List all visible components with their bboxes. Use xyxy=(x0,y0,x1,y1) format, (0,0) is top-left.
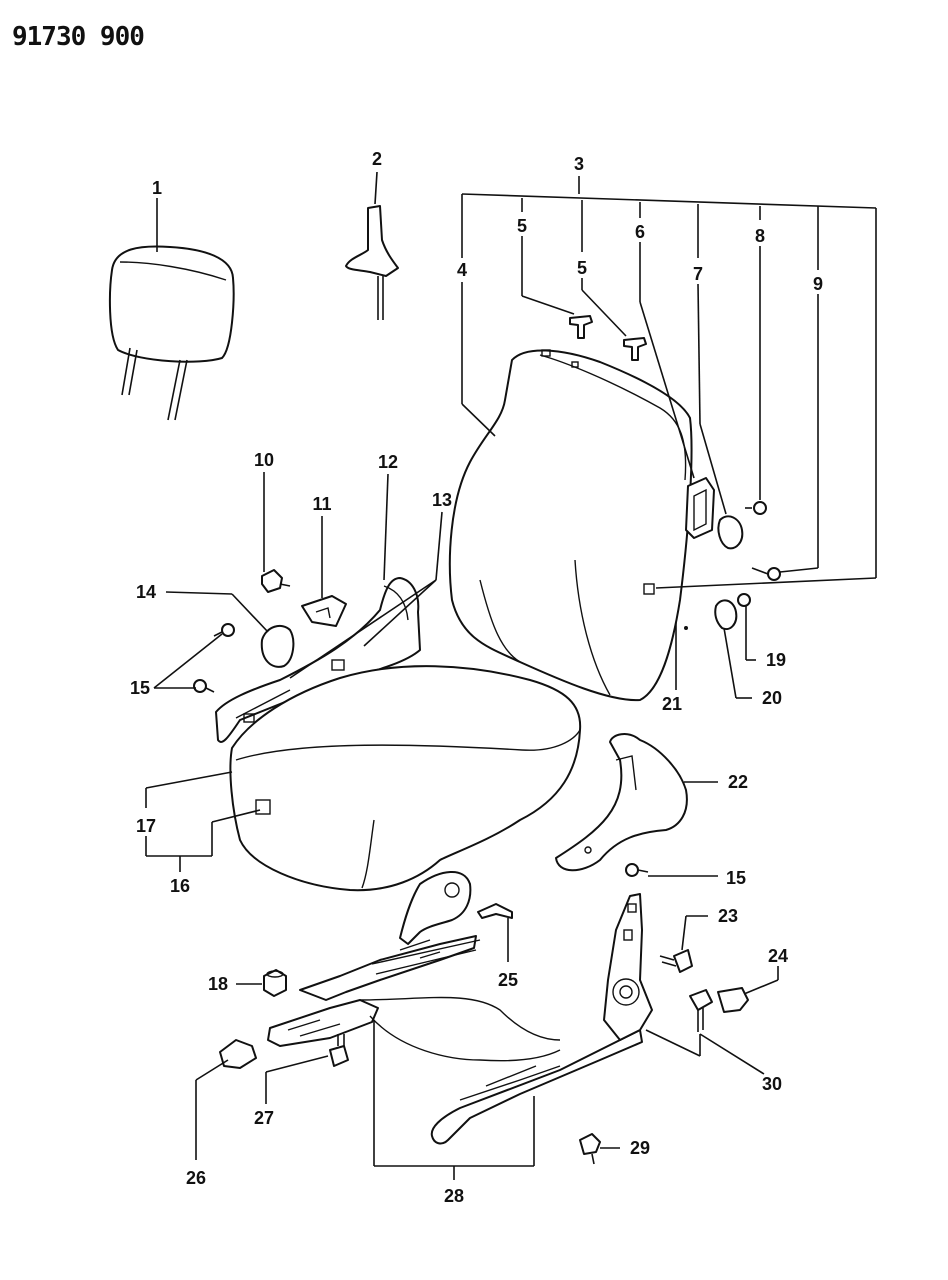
callout-labels: 1 2 3 4 5 5 6 7 8 9 10 11 12 13 14 15 15… xyxy=(130,149,823,1206)
leader-lines xyxy=(145,171,877,1180)
callout-29: 29 xyxy=(630,1138,650,1158)
callout-19: 19 xyxy=(766,650,786,670)
callout-15b: 15 xyxy=(726,868,746,888)
callout-20: 20 xyxy=(762,688,782,708)
seat-frame xyxy=(267,870,653,1145)
knob-7 xyxy=(717,515,744,550)
side-shield xyxy=(555,733,688,872)
nut-10 xyxy=(261,569,291,593)
callout-16: 16 xyxy=(170,876,190,896)
back-board xyxy=(643,583,688,630)
callout-14: 14 xyxy=(136,582,156,602)
callout-1: 1 xyxy=(152,178,162,198)
bolt-30 xyxy=(689,989,713,1032)
callout-22: 22 xyxy=(728,772,748,792)
seat-cushion xyxy=(229,665,582,892)
callout-6: 6 xyxy=(635,222,645,242)
clip-19 xyxy=(737,593,751,607)
callout-18: 18 xyxy=(208,974,228,994)
callout-17: 17 xyxy=(136,816,156,836)
stud-5b xyxy=(623,337,647,361)
callout-30: 30 xyxy=(762,1074,782,1094)
bracket-24 xyxy=(717,987,749,1013)
diagram-code: 91730 900 xyxy=(12,22,145,52)
callout-10: 10 xyxy=(254,450,274,470)
screw-9 xyxy=(751,567,781,581)
screw-15a xyxy=(213,623,235,637)
bolt-23 xyxy=(659,949,693,973)
stud-5a xyxy=(569,315,593,339)
callout-12: 12 xyxy=(378,452,398,472)
cap-26 xyxy=(219,1039,257,1069)
callout-8: 8 xyxy=(755,226,765,246)
seat-back xyxy=(448,349,693,702)
screw-15b xyxy=(193,679,215,693)
callout-5a: 5 xyxy=(517,216,527,236)
callout-13: 13 xyxy=(432,490,452,510)
headrest xyxy=(108,245,235,421)
callout-3: 3 xyxy=(574,154,584,174)
bracket-11 xyxy=(301,595,347,627)
callout-23: 23 xyxy=(718,906,738,926)
callout-2: 2 xyxy=(372,149,382,169)
screw-8 xyxy=(745,501,767,515)
callout-9: 9 xyxy=(813,274,823,294)
callout-25: 25 xyxy=(498,970,518,990)
recliner-cover xyxy=(685,477,715,539)
bracket-20 xyxy=(714,599,738,630)
callout-7: 7 xyxy=(693,264,703,284)
clip-25 xyxy=(477,903,513,919)
nut-18 xyxy=(263,969,287,997)
callout-24: 24 xyxy=(768,946,788,966)
callout-21: 21 xyxy=(662,694,682,714)
callout-27: 27 xyxy=(254,1108,274,1128)
callout-5b: 5 xyxy=(577,258,587,278)
headrest-guide xyxy=(345,205,399,320)
callout-4: 4 xyxy=(457,260,467,280)
nut-29 xyxy=(579,1133,601,1165)
bolt-27 xyxy=(329,1034,349,1067)
screw-15c xyxy=(625,863,649,877)
callout-15a: 15 xyxy=(130,678,150,698)
callout-11: 11 xyxy=(312,494,331,514)
handle-14 xyxy=(260,624,295,668)
callout-28: 28 xyxy=(444,1186,464,1206)
callout-26: 26 xyxy=(186,1168,206,1188)
